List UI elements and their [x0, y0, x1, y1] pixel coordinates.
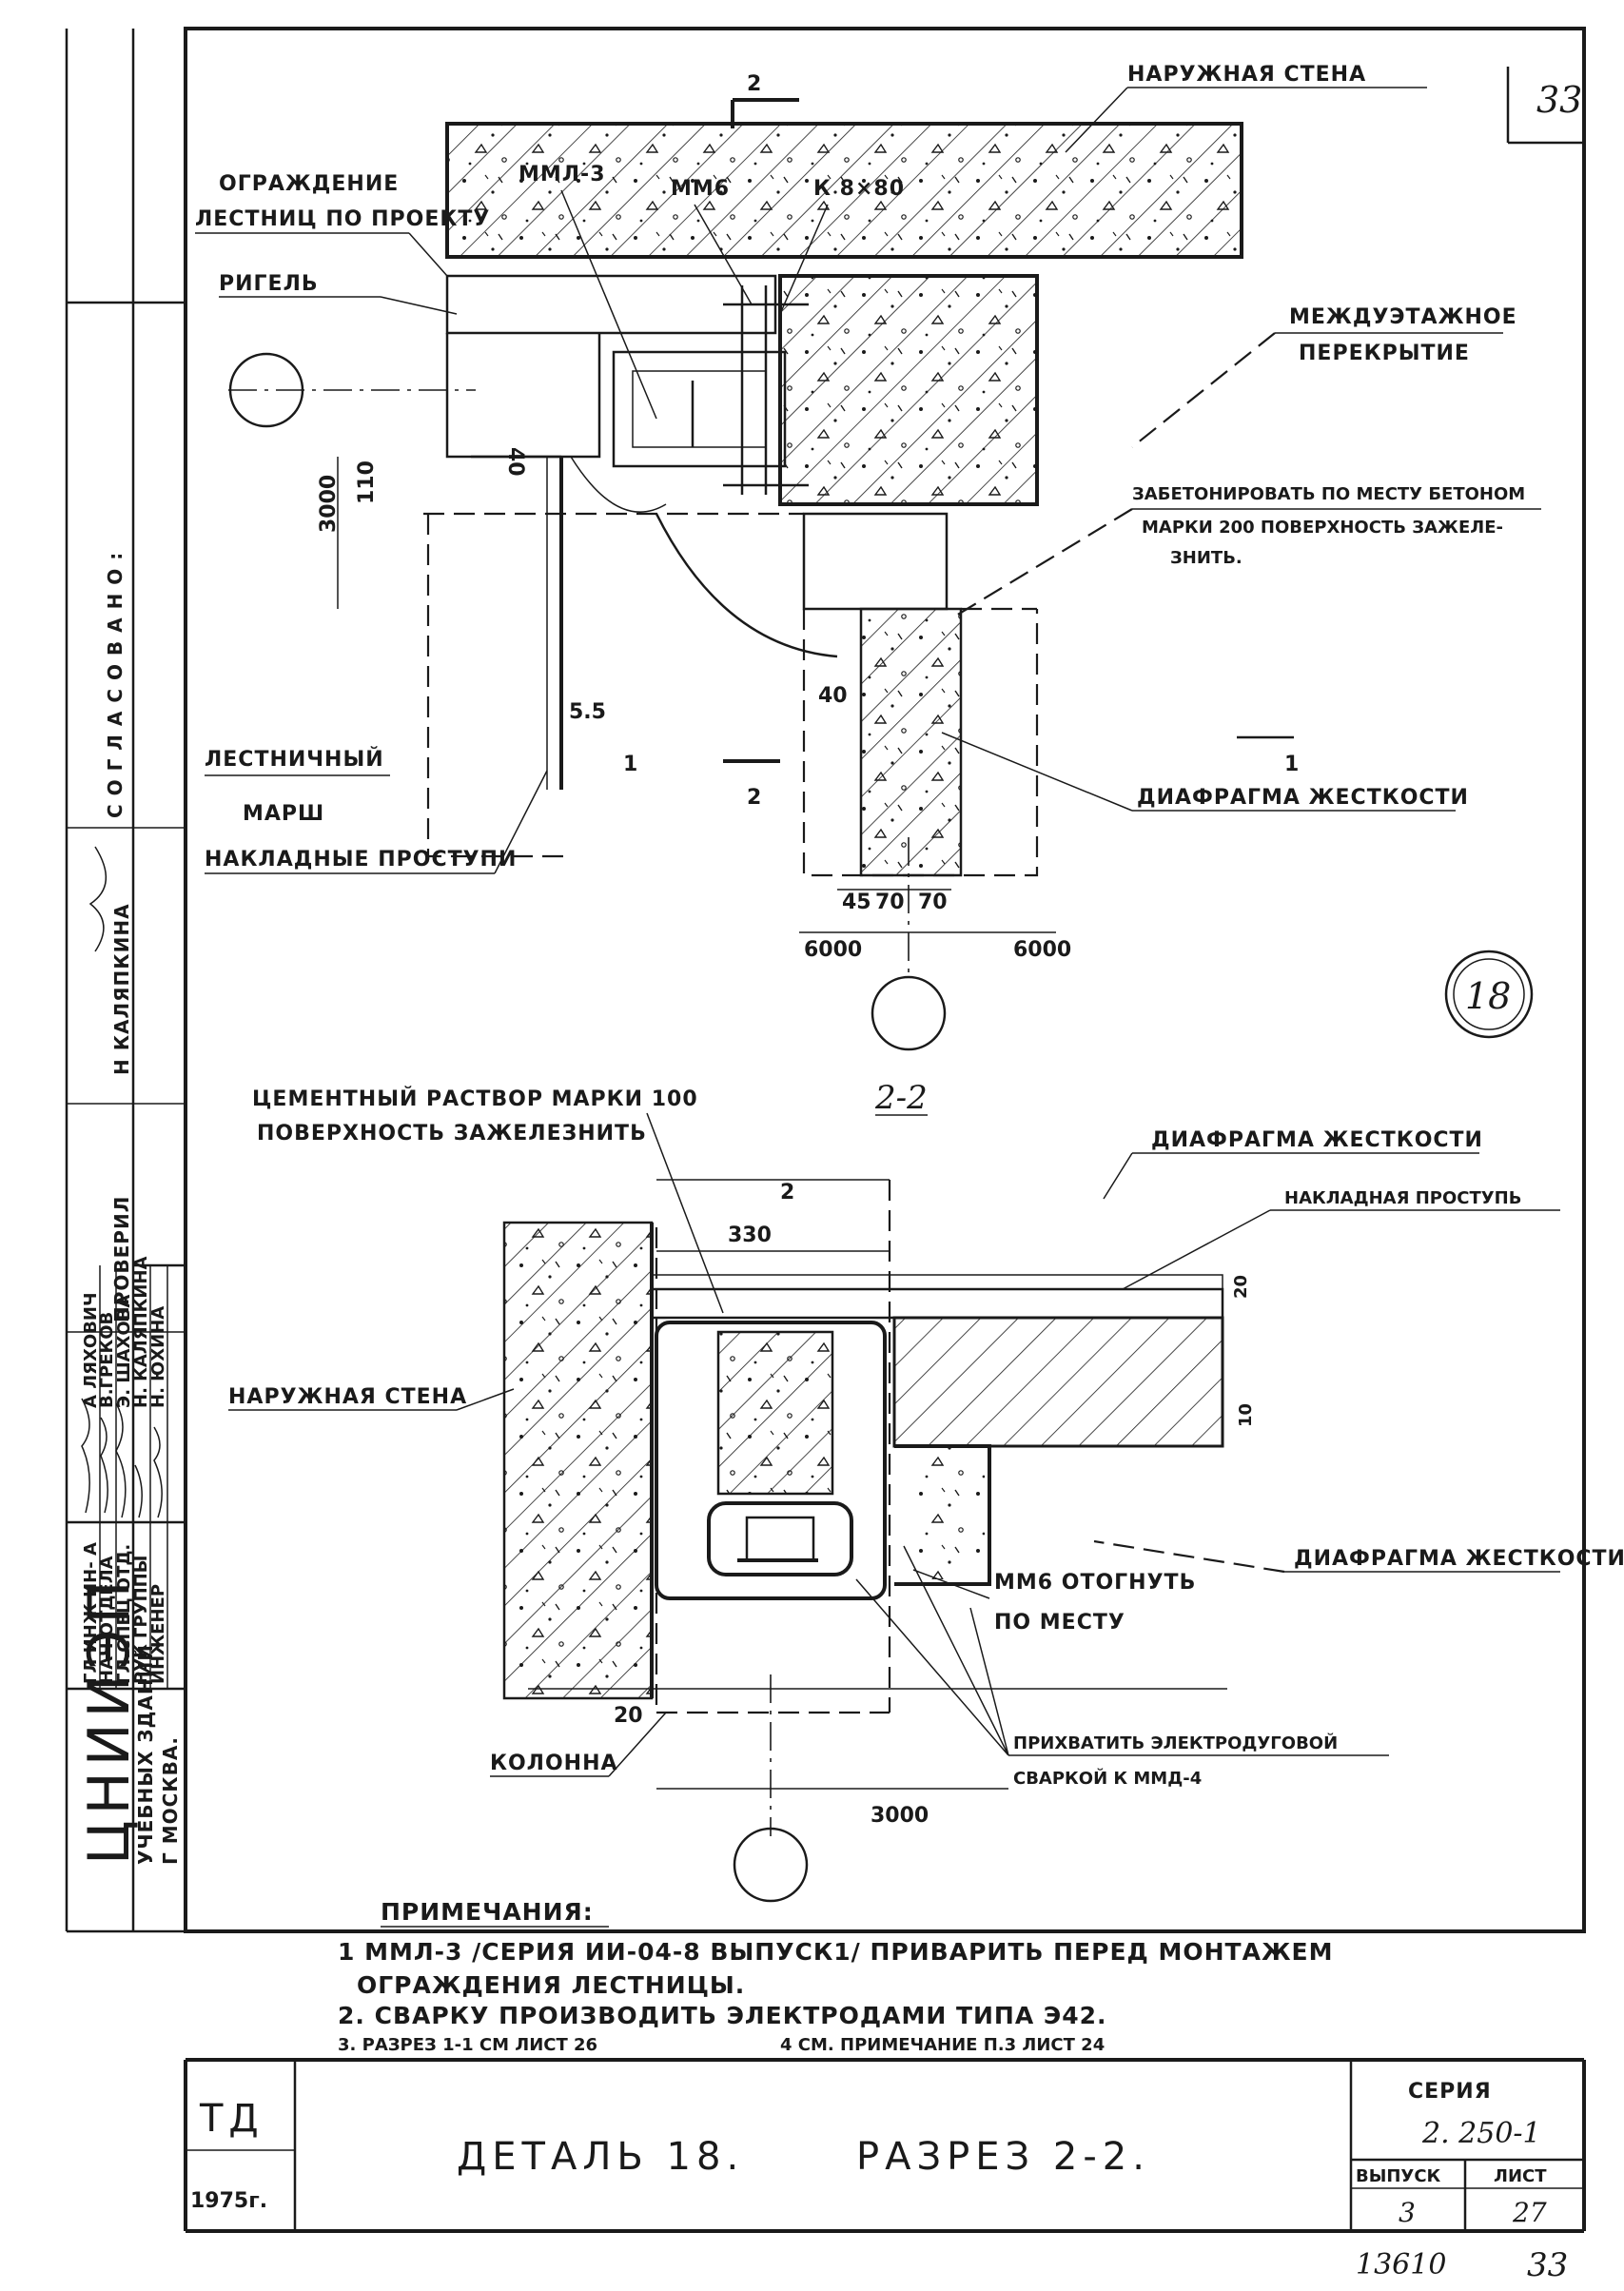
note-2: 2. СВАРКУ ПРОИЗВОДИТЬ ЭЛЕКТРОДАМИ ТИПА Э… — [338, 2002, 1107, 2029]
label-mm6-2: ПО МЕСТУ — [994, 1611, 1125, 1635]
checked-name: Н КАЛЯПКИНА — [110, 903, 133, 1075]
sidebar: ЦНИИЭП УЧЕБНЫХ ЗДАНИЙ Г МОСКВА. С О Г Л … — [76, 552, 182, 1865]
org-name: ЦНИИЭП — [76, 1576, 143, 1865]
dim-20-bottom: 20 — [614, 1704, 643, 1728]
org-subtitle-1: УЧЕБНЫХ ЗДАНИЙ — [134, 1644, 157, 1865]
label-floor-1: МЕЖДУЭТАЖНОЕ — [1289, 305, 1517, 329]
label-column: КОЛОННА — [490, 1752, 618, 1775]
dim-3000: 3000 — [317, 475, 341, 533]
tb-sheet-value: 27 — [1512, 2197, 1547, 2228]
label-mm6: ММ6 — [671, 177, 730, 201]
label-mm6-1: ММ6 ОТОГНУТЬ — [994, 1571, 1196, 1595]
label-railing-1: ОГРАЖДЕНИЕ — [219, 172, 399, 196]
dim-45: 45 — [842, 891, 871, 914]
bottom-sheet-number: 33 — [1527, 2246, 1568, 2284]
name-5: Н. ЮХИНА — [148, 1306, 168, 1408]
section-2-2: 2-2 2 330 20 10 20 — [228, 1079, 1624, 1903]
note-3: 3. РАЗРЕЗ 1-1 СМ ЛИСТ 26 — [338, 2035, 597, 2055]
dim-10: 10 — [1236, 1403, 1256, 1427]
org-subtitle-2: Г МОСКВА. — [159, 1736, 182, 1865]
corner-number-box: 33 — [1506, 67, 1584, 145]
label-concrete-1: ЗАБЕТОНИРОВАТЬ ПО МЕСТУ БЕТОНОМ — [1132, 484, 1525, 504]
notes-heading: ПРИМЕЧАНИЯ: — [381, 1898, 594, 1926]
label-mortar-1: ЦЕМЕНТНЫЙ РАСТВОР МАРКИ 100 — [252, 1087, 698, 1111]
checked-signature — [88, 846, 108, 952]
dim-5-5: 5.5 — [569, 700, 606, 724]
note-4: 4 СМ. ПРИМЕЧАНИЕ П.3 ЛИСТ 24 — [780, 2035, 1105, 2055]
corner-sheet-number: 33 — [1536, 79, 1582, 121]
signatures — [81, 1398, 163, 1518]
tb-title-right: РАЗРЕЗ 2-2. — [856, 2135, 1150, 2179]
title-block: ТД 1975г. ДЕТАЛЬ 18. РАЗРЕЗ 2-2. СЕРИЯ 2… — [184, 2058, 1586, 2284]
cut-mark-section: 2 — [780, 1181, 794, 1204]
label-concrete-2: МАРКИ 200 ПОВЕРХНОСТЬ ЗАЖЕЛЕ- — [1142, 518, 1503, 538]
dim-40-mid: 40 — [818, 684, 848, 708]
label-weld-1: ПРИХВАТИТЬ ЭЛЕКТРОДУГОВОЙ — [1013, 1733, 1338, 1753]
label-diaphragm-right: ДИАФРАГМА ЖЕСТКОСТИ — [1294, 1547, 1624, 1571]
role-3: ГЛ.СПЕЦ ОТД. — [114, 1544, 134, 1684]
sheet-frame — [65, 27, 1586, 1933]
label-treads: НАКЛАДНЫЕ ПРОСТУПИ — [205, 848, 517, 871]
label-k8x80: К 8×80 — [813, 177, 905, 201]
detail-circle-inner — [1453, 958, 1525, 1030]
label-mortar-2: ПОВЕРХНОСТЬ ЗАЖЕЛЕЗНИТЬ — [257, 1122, 647, 1146]
detail-18-plan: 2 2 1 1 3000 110 40 5.5 40 45 70 70 6000… — [195, 63, 1541, 1051]
dim-6000-right: 6000 — [1013, 938, 1071, 962]
name-1: А ЛЯХОВИЧ — [81, 1292, 101, 1408]
dim-3000-section: 3000 — [871, 1804, 929, 1828]
role-5: ИНЖЕНЕР — [148, 1584, 168, 1684]
dim-40-top: 40 — [503, 447, 527, 477]
label-outer-wall-section: НАРУЖНАЯ СТЕНА — [228, 1385, 467, 1409]
label-railing-2: ЛЕСТНИЦ ПО ПРОЕКТУ — [195, 207, 490, 231]
detail-number: 18 — [1465, 975, 1511, 1017]
dim-70a: 70 — [875, 891, 905, 914]
tb-year: 1975г. — [190, 2189, 267, 2213]
dim-6000-left: 6000 — [804, 938, 862, 962]
note-1a: 1 ММЛ-3 /СЕРИЯ ИИ-04-8 ВЫПУСК1/ ПРИВАРИТ… — [338, 1938, 1334, 1966]
tb-issue-label: ВЫПУСК — [1356, 2166, 1441, 2186]
tb-sheet-label: ЛИСТ — [1494, 2166, 1547, 2186]
label-mml3: ММЛ-3 — [519, 163, 606, 186]
label-weld-2: СВАРКОЙ К ММД-4 — [1013, 1768, 1202, 1789]
label-concrete-3: ЗНИТЬ. — [1170, 548, 1242, 568]
dim-20-top: 20 — [1231, 1275, 1251, 1299]
bottom-code: 13610 — [1356, 2248, 1446, 2281]
label-floor-2: ПЕРЕКРЫТИЕ — [1299, 342, 1470, 365]
dim-70b: 70 — [918, 891, 948, 914]
axis-bubble-left — [228, 352, 304, 428]
approved-label: С О Г Л А С О В А Н О : — [104, 552, 127, 818]
dim-110: 110 — [355, 460, 379, 504]
axis-bubble-section — [733, 1827, 809, 1903]
label-stair-2: МАРШ — [243, 802, 324, 826]
name-2: В.ГРЕКОВ — [97, 1312, 117, 1408]
role-2: НАЧ ОТДЕЛА — [97, 1556, 117, 1684]
tb-issue-value: 3 — [1399, 2197, 1416, 2228]
note-1b: ОГРАЖДЕНИЯ ЛЕСТНИЦЫ. — [357, 1971, 745, 1999]
name-4: Н. КАЛЯПКИНА — [131, 1256, 151, 1408]
tb-series-label: СЕРИЯ — [1408, 2080, 1492, 2104]
role-4: РУК ГРУППЫ — [131, 1556, 151, 1684]
cut-mark-top: 2 — [747, 72, 761, 96]
checked-label: ПРОВЕРИЛ — [110, 1196, 133, 1322]
label-rigel: РИГЕЛЬ — [219, 272, 319, 296]
label-outer-wall: НАРУЖНАЯ СТЕНА — [1127, 63, 1366, 87]
label-diaphragm: ДИАФРАГМА ЖЕСТКОСТИ — [1137, 786, 1469, 810]
label-stair-1: ЛЕСТНИЧНЫЙ — [205, 747, 384, 772]
label-diaphragm-top: ДИАФРАГМА ЖЕСТКОСТИ — [1151, 1128, 1483, 1152]
axis-bubble-bottom — [871, 975, 947, 1051]
tb-td: ТД — [199, 2097, 264, 2141]
name-3: Э. ШАХОВА — [114, 1295, 134, 1408]
cut-mark-1-right: 1 — [1284, 753, 1299, 776]
label-tread: НАКЛАДНАЯ ПРОСТУПЬ — [1284, 1188, 1521, 1208]
detail-circle-outer — [1444, 950, 1534, 1039]
role-1: ГЛ ИНЖ ИН- А — [81, 1542, 101, 1684]
section-title: 2-2 — [874, 1079, 928, 1117]
tb-series-value: 2. 250-1 — [1421, 2117, 1541, 2150]
tb-title-left: ДЕТАЛЬ 18. — [457, 2135, 744, 2179]
dim-330: 330 — [728, 1224, 772, 1247]
cut-mark-1-left: 1 — [623, 753, 637, 776]
cut-mark-bottom: 2 — [747, 786, 761, 810]
notes: ПРИМЕЧАНИЯ: 1 ММЛ-3 /СЕРИЯ ИИ-04-8 ВЫПУС… — [338, 1898, 1334, 2055]
